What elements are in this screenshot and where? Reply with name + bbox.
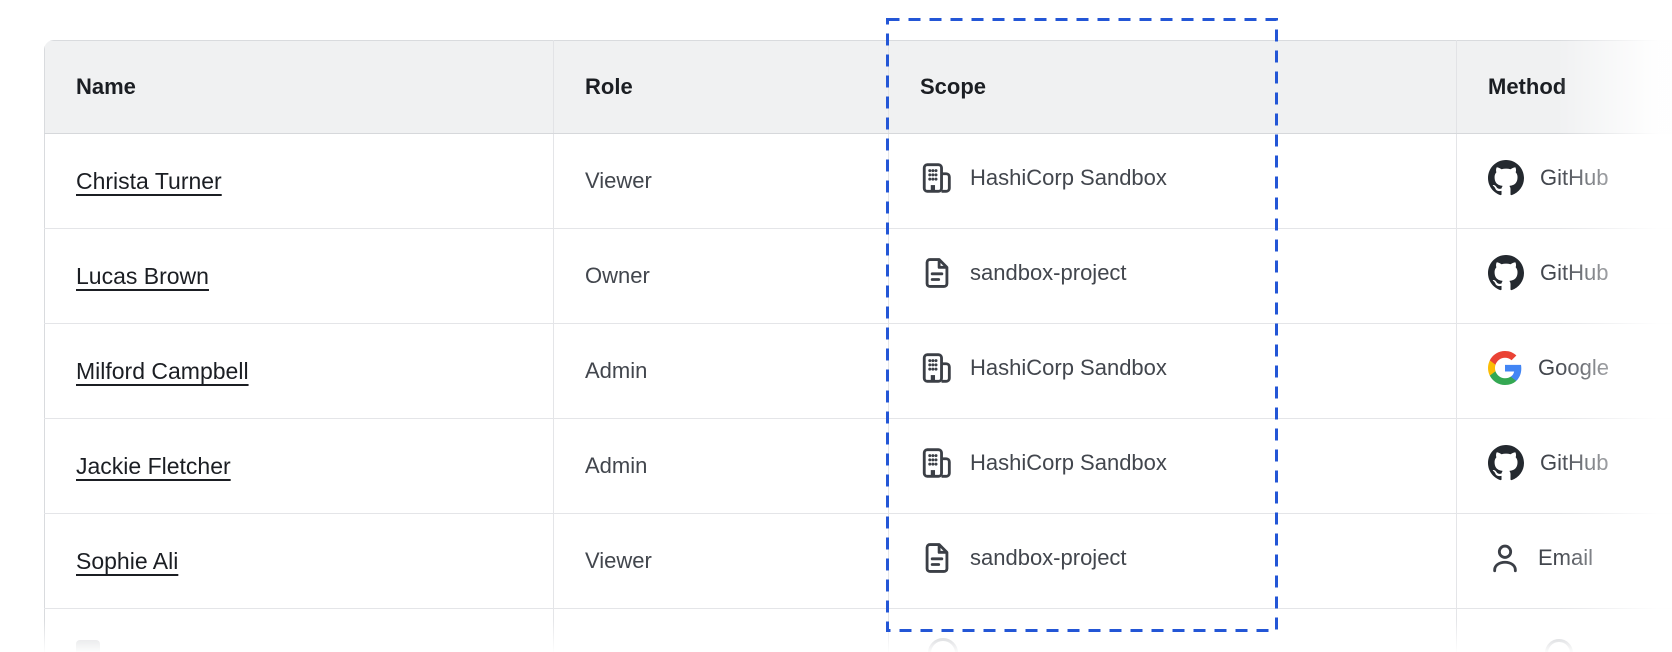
method-value: Google xyxy=(1538,355,1609,380)
file-text-icon xyxy=(920,541,954,575)
partial-name-text xyxy=(76,640,100,652)
table-header-row: Name Role Scope Method xyxy=(44,40,1672,134)
table-row: Lucas Brown Owner sandbox-project GitHub xyxy=(44,228,1672,324)
method-value: GitHub xyxy=(1540,260,1609,285)
user-name-link[interactable]: Milford Campbell xyxy=(76,357,249,384)
scope-value: HashiCorp Sandbox xyxy=(970,355,1167,380)
github-icon xyxy=(1488,445,1524,481)
person-icon xyxy=(1488,541,1522,575)
members-table: Name Role Scope Method Christa Turner Vi… xyxy=(44,40,1672,652)
user-name-link[interactable]: Jackie Fletcher xyxy=(76,452,231,479)
table-row: Sophie Ali Viewer sandbox-project Email xyxy=(44,513,1672,609)
role-value: Owner xyxy=(585,263,650,288)
column-header-method: Method xyxy=(1456,40,1672,134)
org-building-icon xyxy=(920,161,954,195)
column-header-role: Role xyxy=(553,40,889,134)
user-name-link[interactable]: Christa Turner xyxy=(76,167,222,194)
user-name-link[interactable]: Lucas Brown xyxy=(76,262,209,289)
user-name-link[interactable]: Sophie Ali xyxy=(76,547,179,574)
org-building-icon xyxy=(920,351,954,385)
scope-value: sandbox-project xyxy=(970,260,1127,285)
method-value: GitHub xyxy=(1540,165,1609,190)
github-icon xyxy=(1488,255,1524,291)
table-row: Milford Campbell Admin HashiCorp Sandbox… xyxy=(44,323,1672,419)
scope-value: sandbox-project xyxy=(970,545,1127,570)
role-value: Viewer xyxy=(585,168,652,193)
github-icon xyxy=(1488,160,1524,196)
column-header-name: Name xyxy=(44,40,554,134)
partial-scope-icon xyxy=(928,638,958,652)
role-value: Viewer xyxy=(585,548,652,573)
table-row-partial xyxy=(44,608,1672,652)
scope-value: HashiCorp Sandbox xyxy=(970,450,1167,475)
org-building-icon xyxy=(920,446,954,480)
table-row: Christa Turner Viewer HashiCorp Sandbox … xyxy=(44,133,1672,229)
file-text-icon xyxy=(920,256,954,290)
google-icon xyxy=(1488,351,1522,385)
role-value: Admin xyxy=(585,358,648,383)
scope-value: HashiCorp Sandbox xyxy=(970,165,1167,190)
method-value: Email xyxy=(1538,545,1594,570)
method-value: GitHub xyxy=(1540,450,1609,475)
table-row: Jackie Fletcher Admin HashiCorp Sandbox … xyxy=(44,418,1672,514)
column-header-scope: Scope xyxy=(888,40,1457,134)
role-value: Admin xyxy=(585,453,648,478)
partial-method-icon xyxy=(1545,639,1573,652)
